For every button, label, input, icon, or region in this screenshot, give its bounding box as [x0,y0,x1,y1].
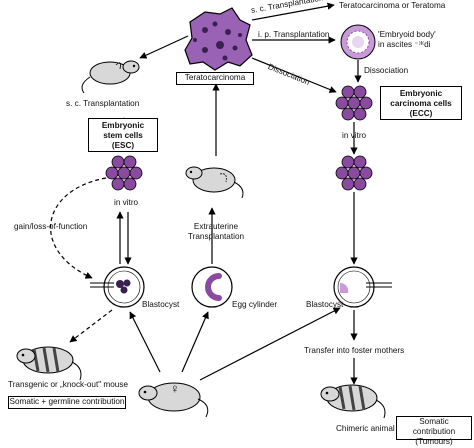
ip-transplantation-label: i. p. Transplantation [258,30,330,39]
somatic-germline-box: Somatic + germline contribution [8,396,126,409]
arrow-mass-to-mouse [139,35,189,59]
arrow-mouse-to-blastocyst-left [129,311,161,373]
esc-label-line1: Embryonic [101,121,145,130]
esc-cell-cluster [105,155,143,191]
sc-transplantation-left-label: s. c. Transplantation [66,99,140,108]
in-vitro-right-label: in vitro [342,131,367,140]
gain-loss-of-function-label: gain/loss-of-function [14,222,88,231]
chimeric-animal-label: Chimeric animal [336,424,395,433]
embryoid-body-label-line1: 'Embryoid body' [378,30,436,39]
transgenic-mouse-label: Transgenic or „knock-out" mouse [8,380,129,389]
arrow-blastocyst-to-transgenic [69,309,113,343]
ecc-label-line3: (ECC) [409,109,433,118]
ecc-cell-cluster-top [335,85,373,121]
ecc-label-line1: Embryonic [399,89,443,98]
arrow-gain-loss-of-function [50,177,107,279]
somatic-tumours-line1: Somatic contribution [412,417,456,436]
transfer-label: Transfer into foster mothers [304,346,405,355]
in-vitro-left-label: in vitro [114,198,139,207]
teratocarcinoma-or-teratoma-label: Teratocarcinoma or Teratoma [339,1,446,10]
extrauterine-label-line2: Transplantation [187,232,245,241]
arrow-dissociation-diagonal [251,57,337,93]
dissociation-vertical-label: Dissociation [364,66,409,75]
arrow-mouse-to-egg [181,311,209,373]
female-symbol: ♀ [170,381,180,396]
esc-box: Embryonic stem cells (ESC) [88,118,158,152]
arrow-sc-transplantation-top [251,2,335,21]
esc-label-line3: (ESC) [111,141,135,150]
mouse-bottom-left-icon [16,346,82,381]
mouse-bottom-center-icon [138,382,209,418]
extrauterine-transplantation-label: Extrauterine Transplantation [184,222,248,242]
mouse-top-left-icon [81,60,140,94]
arrow-mouse-to-blastocyst-right [199,307,341,381]
ecc-cell-cluster-middle [335,155,373,191]
embryoid-body-label-line2: in ascites ⁻⁾ᴵ⁽di [378,40,431,49]
embryoid-body-icon [340,24,376,60]
blastocyst-left-label: Blastocyst [142,300,180,309]
teratocarcinoma-box: Teratocarcinoma [176,72,254,85]
ecc-label-line2: carcinoma cells [390,99,452,108]
teratocarcinoma-mass-icon [184,7,253,71]
blastocyst-right-label: Blastocyst [306,300,344,309]
somatic-tumours-box: Somatic contribution (Tumours) [396,416,472,446]
mouse-middle-icon [185,166,244,199]
blastocyst-right-icon [333,266,392,308]
blastocyst-left-icon [90,266,145,308]
egg-cylinder-icon [191,266,233,308]
somatic-tumours-line2: (Tumours) [415,437,453,446]
egg-cylinder-label: Egg cylinder [232,300,278,309]
esc-label-line2: stem cells [103,131,143,140]
extrauterine-label-line1: Extrauterine [193,222,239,231]
ecc-box: Embryonic carcinoma cells (ECC) [380,86,462,120]
mouse-bottom-right-icon [320,384,386,419]
